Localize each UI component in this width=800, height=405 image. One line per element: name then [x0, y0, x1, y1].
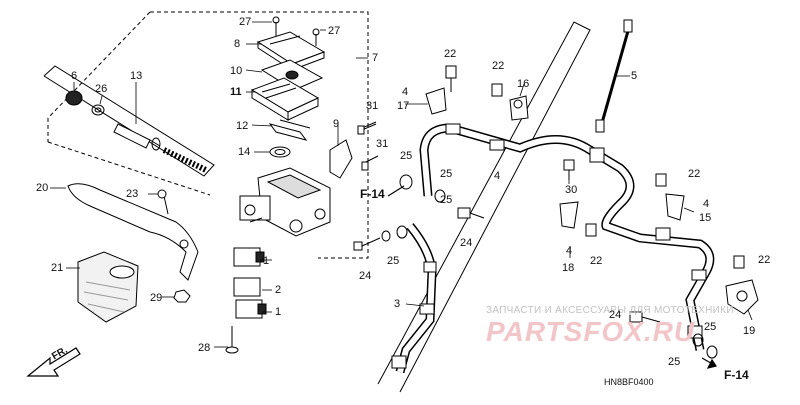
callout-label: 22: [492, 60, 505, 72]
callout-label: 14: [238, 146, 251, 158]
callout-label: 1: [263, 255, 270, 267]
bracket-19-drawing: [725, 279, 759, 315]
diaphragm-drawing: [250, 77, 320, 121]
callout-label: 22: [444, 48, 457, 60]
callout-label: 26: [95, 83, 108, 95]
callout-label: 27: [328, 25, 341, 37]
callout-label: 31: [376, 138, 389, 150]
group-box-outline: [150, 11, 369, 259]
callout-label: 9: [333, 118, 340, 130]
callout-label: 25: [704, 321, 717, 333]
callout-label: 28: [198, 342, 211, 354]
callout-label: 18: [562, 262, 575, 274]
front-direction-arrow: [26, 347, 81, 377]
callout-label: 10: [230, 65, 243, 77]
callout-label: 1: [275, 306, 282, 318]
boot-drawing: [269, 146, 291, 158]
callout-label: 31: [366, 100, 379, 112]
callout-label: 20: [36, 182, 49, 194]
subgroup-box-outline: [43, 65, 215, 177]
callout-label: 6: [71, 70, 78, 82]
watermark-text: ЗАПЧАСТИ И АКСЕССУАРЫ ДЛЯ МОТОТЕХНИКИ: [486, 305, 734, 316]
callout-label: 22: [590, 255, 603, 267]
reference-label: F-14: [360, 187, 385, 201]
brake-hose-4-drawing: [419, 123, 715, 351]
clamp-drawing: [425, 87, 447, 115]
switch-drawing: [233, 277, 261, 297]
callout-label: 21: [51, 262, 64, 274]
callout-label: 29: [150, 292, 163, 304]
callout-label: 4: [494, 170, 501, 182]
callout-label: 19: [743, 325, 756, 337]
callout-label: 13: [130, 70, 143, 82]
reference-label: F-14: [724, 368, 749, 382]
callout-label: 7: [372, 52, 379, 64]
callout-label: 25: [668, 356, 681, 368]
clip-drawing: [268, 119, 311, 141]
callout-label: 4: [703, 198, 710, 210]
callout-label: 2: [275, 284, 282, 296]
callout-label: 24: [359, 270, 372, 282]
clamp-drawing: [665, 193, 685, 221]
callout-label: 24: [460, 237, 473, 249]
watermark-logo: PARTSFOX.RU: [486, 316, 696, 347]
callout-label: 25: [440, 168, 453, 180]
callout-label: 4: [402, 86, 409, 98]
diagram-code: HN8BF0400: [604, 377, 654, 387]
piston-kit-drawing: [65, 90, 208, 173]
callout-label: 15: [699, 212, 712, 224]
callout-label: 4: [566, 245, 573, 257]
master-cylinder-body-drawing: [239, 167, 331, 237]
bracket-drawing: [329, 139, 353, 179]
callout-label: 25: [400, 150, 413, 162]
callout-label: 25: [387, 255, 400, 267]
brake-lever-drawing: [67, 183, 199, 281]
brake-hose-3-drawing: [391, 223, 437, 374]
callout-label: 3: [394, 298, 401, 310]
callout-label: 25: [440, 194, 453, 206]
callout-label: 16: [517, 78, 530, 90]
callout-label: 22: [688, 168, 701, 180]
callout-label: 30: [565, 184, 578, 196]
clamp-drawing: [559, 201, 579, 229]
callout-label: 24: [609, 309, 622, 321]
callout-label: 27: [239, 16, 252, 28]
callout-label: 11: [230, 86, 242, 98]
section-divider: [377, 21, 591, 393]
callout-label: 5: [631, 70, 638, 82]
callout-label: 23: [126, 188, 139, 200]
callout-label: 8: [234, 38, 241, 50]
callout-label: 22: [758, 254, 771, 266]
callout-label: 17: [397, 100, 410, 112]
boot-cover-drawing: [77, 251, 139, 323]
callout-label: 12: [236, 120, 249, 132]
brake-pipe-drawing: [595, 19, 633, 133]
